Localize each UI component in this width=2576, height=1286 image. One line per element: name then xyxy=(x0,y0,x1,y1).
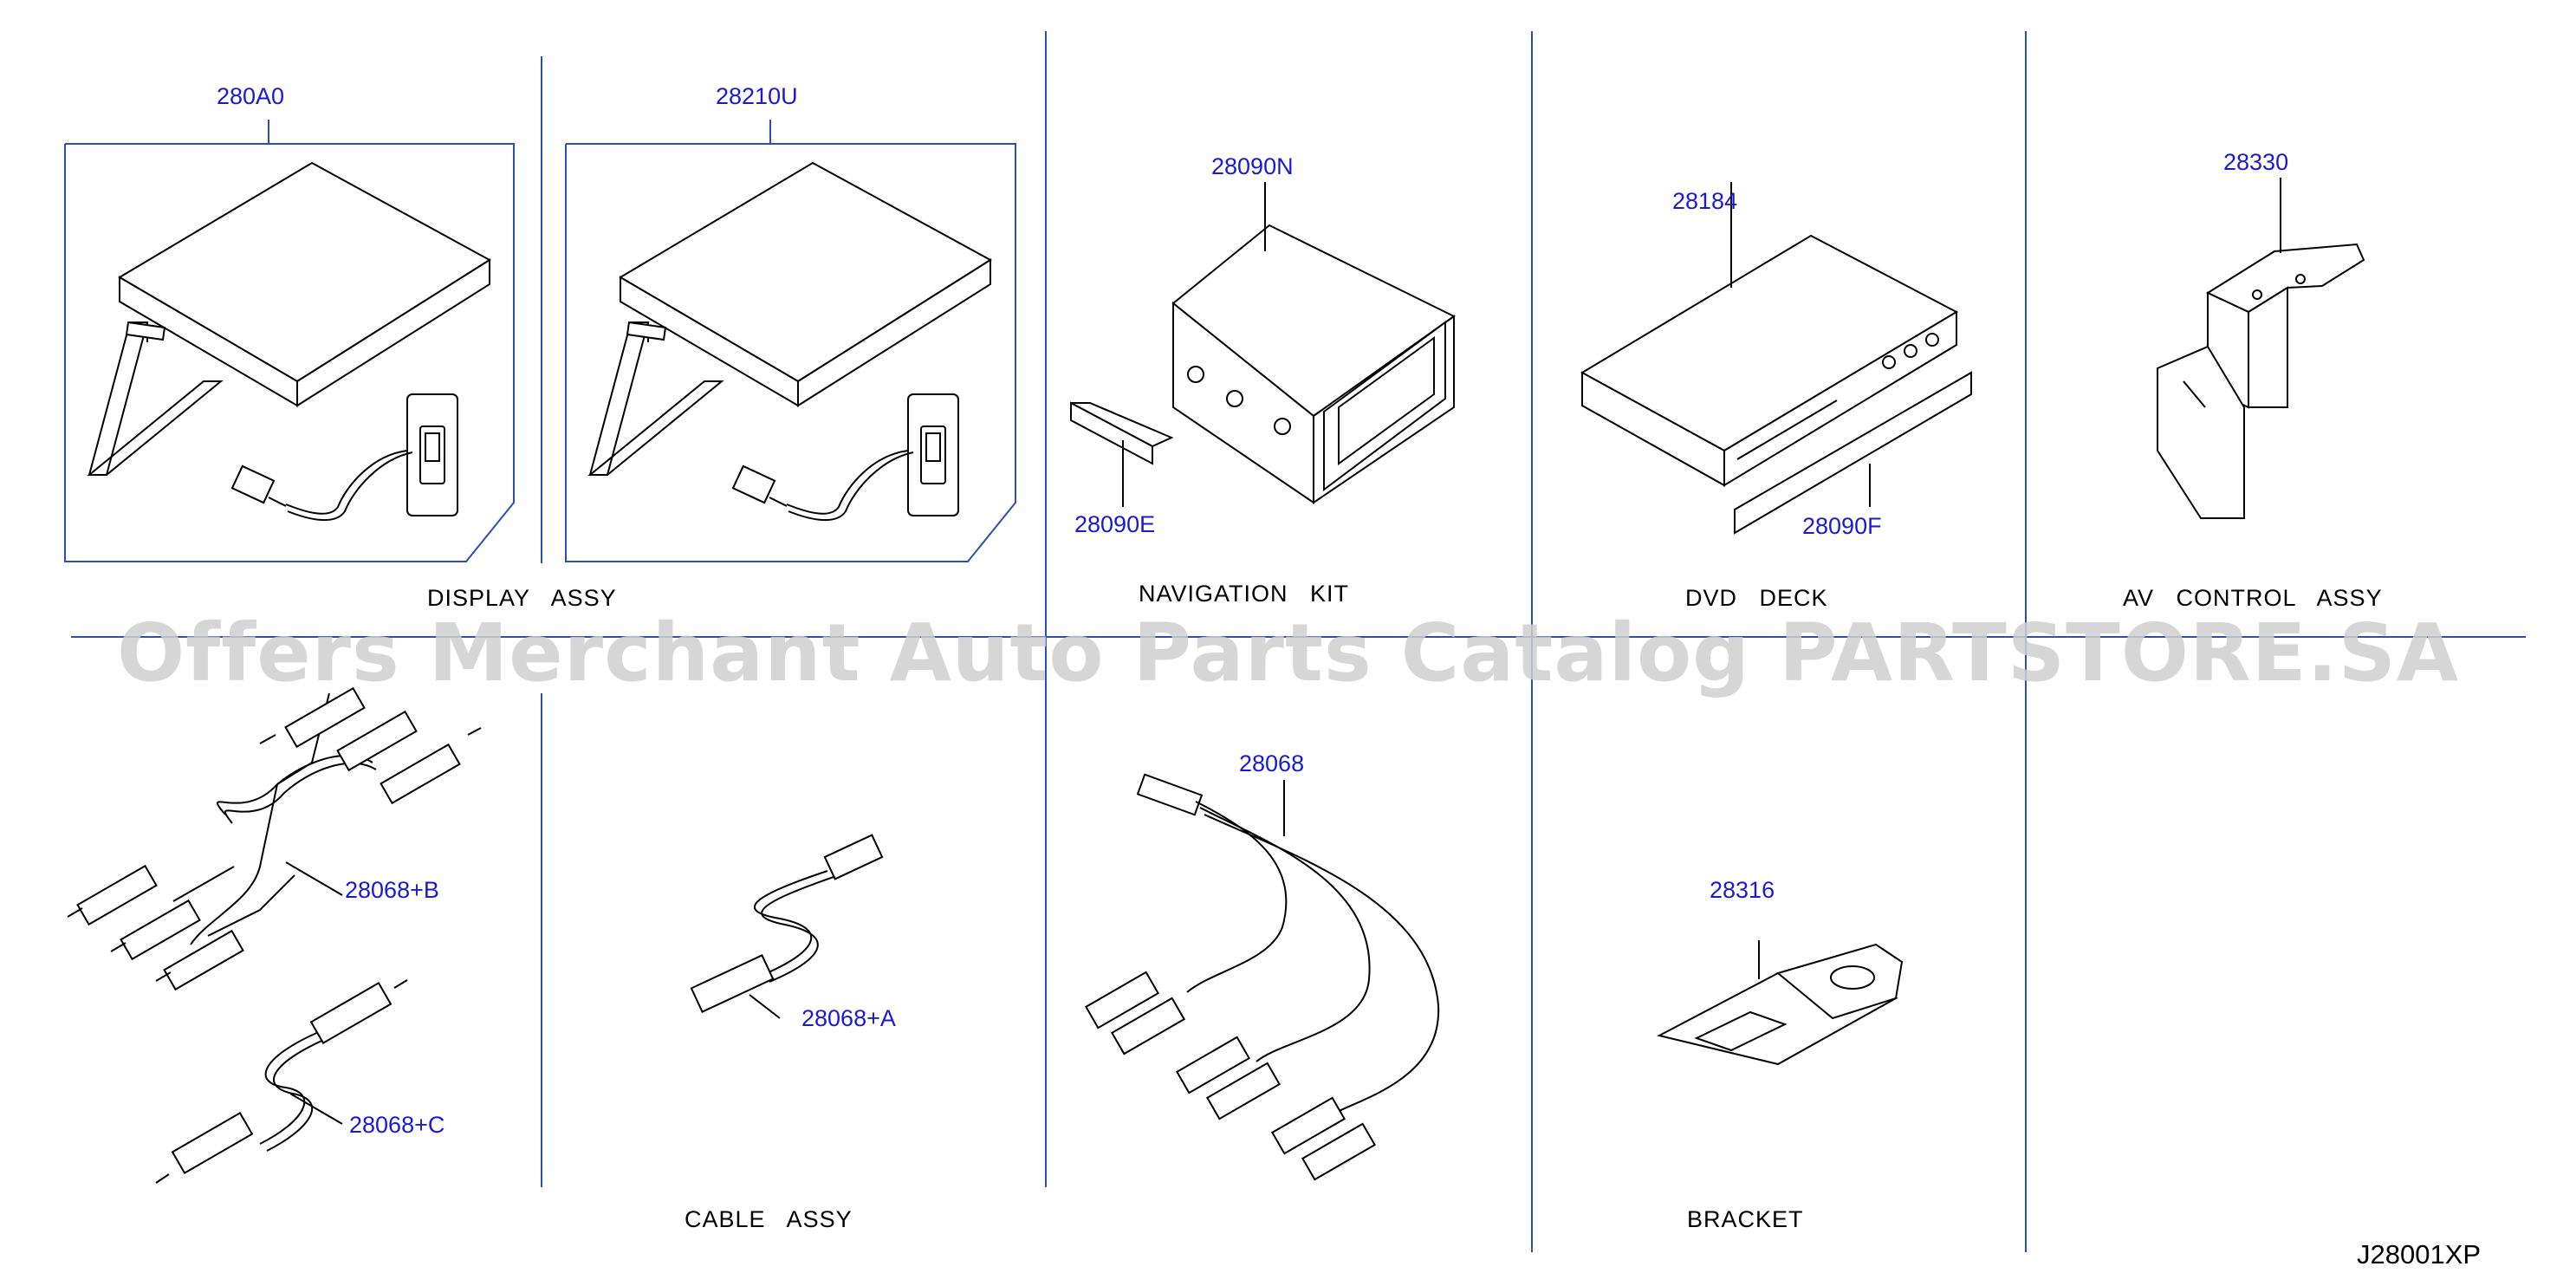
part-number-28090e[interactable]: 28090E xyxy=(1074,511,1156,537)
watermark-text: Offers Merchant Auto Parts Catalog PARTS… xyxy=(116,607,2460,699)
dvd-deck-drawing xyxy=(1580,182,1972,535)
part-number-28068[interactable]: 28068 xyxy=(1239,750,1305,776)
part-number-280a0[interactable]: 280A0 xyxy=(217,83,285,109)
group-label-navigation-kit: NAVIGATION KIT xyxy=(1139,581,1350,607)
part-number-28068-b[interactable]: 28068+B xyxy=(345,877,439,903)
part-number-28316[interactable]: 28316 xyxy=(1710,877,1775,903)
cable-harness-drawing xyxy=(1084,773,1440,1181)
display-frames xyxy=(64,120,1016,562)
part-number-28090n[interactable]: 28090N xyxy=(1211,153,1294,179)
display-unit-2-drawing xyxy=(587,161,992,522)
group-label-cable-assy: CABLE ASSY xyxy=(685,1206,853,1232)
cable-c-drawing xyxy=(155,979,408,1184)
part-number-28090f[interactable]: 28090F xyxy=(1802,513,1882,539)
part-number-28330[interactable]: 28330 xyxy=(2223,149,2289,175)
group-label-bracket: BRACKET xyxy=(1687,1206,1804,1232)
part-number-28068-c[interactable]: 28068+C xyxy=(349,1112,445,1138)
grid-dividers xyxy=(71,31,2526,1252)
display-unit-1-drawing xyxy=(87,161,491,522)
part-number-28068-a[interactable]: 28068+A xyxy=(801,1005,896,1031)
part-number-28210u[interactable]: 28210U xyxy=(716,83,798,109)
diagram-code: J28001XP xyxy=(2357,1239,2482,1270)
group-label-display-assy: DISPLAY ASSY xyxy=(427,585,617,611)
navigation-kit-drawing xyxy=(1070,182,1456,507)
bracket-drawing xyxy=(1657,940,1904,1066)
part-number-28184[interactable]: 28184 xyxy=(1672,188,1738,214)
group-label-dvd-deck: DVD DECK xyxy=(1685,585,1828,611)
av-control-drawing xyxy=(2157,178,2365,519)
cable-b-drawing xyxy=(67,686,482,991)
group-label-av-control-assy: AV CONTROL ASSY xyxy=(2123,585,2383,611)
cable-a-drawing xyxy=(690,834,884,1019)
